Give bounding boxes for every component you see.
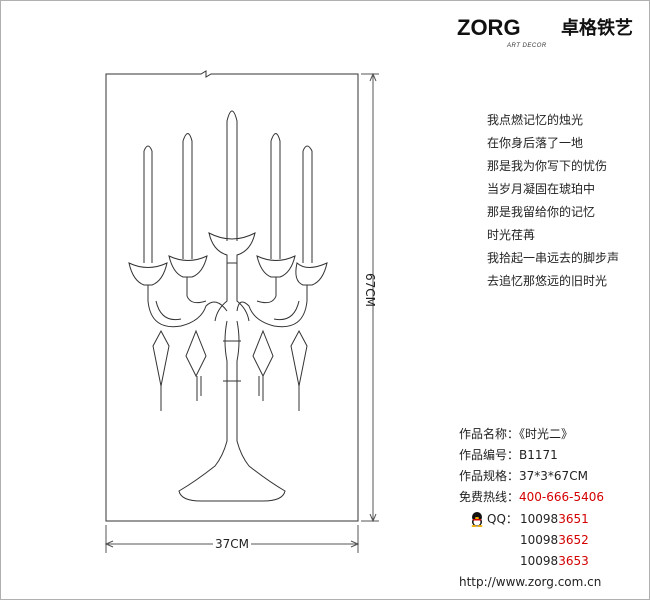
logo-chinese-name: 卓格铁艺 (561, 18, 633, 39)
qq-number[interactable]: 100983651 (520, 511, 589, 527)
logo-tagline: ART DECOR (507, 43, 547, 49)
width-label: 37CM (213, 537, 252, 551)
hotline-row: 免费热线：400-666-5406 (459, 489, 604, 505)
qq-label: QQ： (487, 512, 518, 526)
candelabra-arms (147, 263, 308, 328)
product-spec-label: 作品规格： (459, 469, 520, 483)
poem-line: 当岁月凝固在琥珀中 (487, 182, 596, 196)
poem-line: 去追忆那悠远的旧时光 (487, 274, 608, 288)
poem-line: 我拾起一串远去的脚步声 (487, 251, 620, 265)
product-name-label: 作品名称： (459, 427, 520, 441)
crystal-drops (152, 329, 308, 411)
qq-number-prefix: 10098 (520, 512, 559, 526)
height-dimension-line (361, 72, 379, 523)
qq-number-suffix: 3652 (558, 533, 589, 547)
qq-penguin-icon (471, 512, 483, 527)
candelabra-stem (178, 320, 286, 502)
panel-outline (105, 70, 359, 522)
product-name-row: 作品名称：《时光二》 (459, 426, 573, 442)
candle-cups (128, 232, 328, 286)
product-name-value: 《时光二》 (519, 427, 574, 441)
logo-brand: ZORG (457, 15, 521, 40)
poem-line: 时光荏苒 (487, 228, 536, 242)
product-code-row: 作品编号：B1171 (459, 447, 558, 463)
poem-line: 我点燃记忆的烛光 (487, 113, 584, 127)
hotline-value: 400-666-5406 (519, 490, 605, 504)
product-code-label: 作品编号： (459, 448, 520, 462)
poem: 我点燃记忆的烛光 在你身后落了一地 那是我为你写下的忧伤 当岁月凝固在琥珀中 那… (487, 109, 619, 293)
qq-number[interactable]: 100983653 (520, 553, 589, 569)
qq-number-prefix: 10098 (520, 533, 559, 547)
qq-number-suffix: 3653 (558, 554, 589, 568)
candles (143, 110, 313, 263)
qq-number-suffix: 3651 (558, 512, 589, 526)
qq-row: QQ： 100983651 (459, 511, 649, 527)
poem-line: 在你身后落了一地 (487, 136, 584, 150)
hotline-label: 免费热线： (459, 490, 520, 504)
poem-line: 那是我留给你的记忆 (487, 205, 596, 219)
product-spec-value: 37*3*67CM (519, 469, 588, 483)
product-spec-row: 作品规格：37*3*67CM (459, 468, 588, 484)
poem-line: 那是我为你写下的忧伤 (487, 159, 608, 173)
qq-number[interactable]: 100983652 (520, 532, 589, 548)
website-link[interactable]: http://www.zorg.com.cn (459, 575, 602, 589)
brand-logo: ZORG ART DECOR 卓格铁艺 (457, 17, 647, 51)
height-label: 67CM (363, 272, 378, 308)
product-code-value: B1171 (519, 448, 558, 462)
qq-number-prefix: 10098 (520, 554, 559, 568)
